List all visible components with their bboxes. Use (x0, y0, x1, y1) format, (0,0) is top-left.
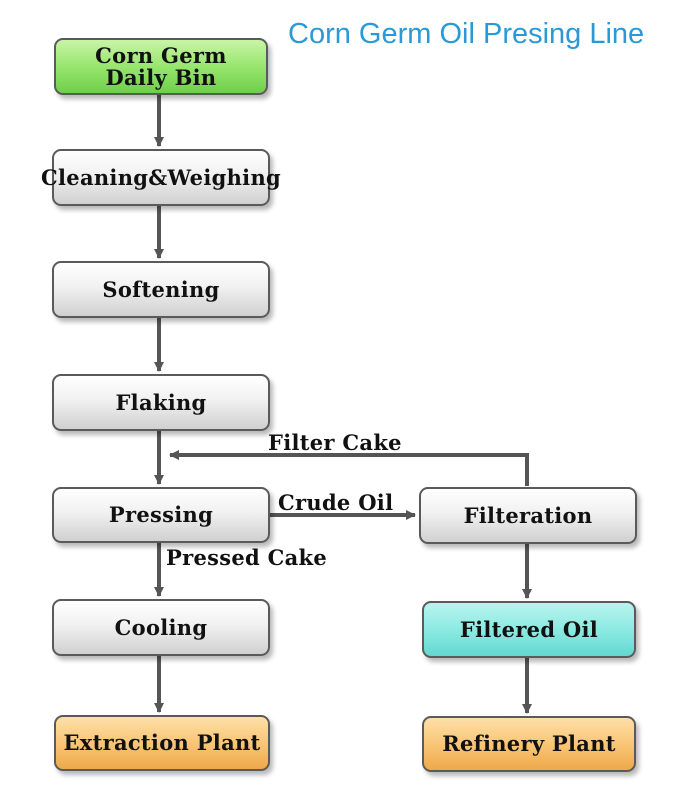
node-cooling: Cooling (52, 599, 270, 656)
node-extraction-plant: Extraction Plant (54, 715, 270, 771)
arrow-filteration-to-pressing (169, 450, 529, 486)
label-filter-cake: Filter Cake (268, 430, 402, 455)
node-refinery-plant: Refinery Plant (422, 716, 636, 772)
label-pressed-cake: Pressed Cake (166, 545, 328, 570)
node-softening: Softening (52, 261, 270, 318)
node-corn-germ-daily-bin: Corn Germ Daily Bin (54, 38, 268, 95)
diagram-title: Corn Germ Oil Presing Line (288, 18, 645, 50)
node-pressing: Pressing (52, 487, 270, 543)
node-filtered-oil: Filtered Oil (422, 601, 636, 658)
label-crude-oil: Crude Oil (278, 490, 394, 515)
node-flaking: Flaking (52, 374, 270, 431)
node-cleaning-weighing: Cleaning&Weighing (41, 149, 281, 206)
node-filteration: Filteration (419, 487, 637, 544)
